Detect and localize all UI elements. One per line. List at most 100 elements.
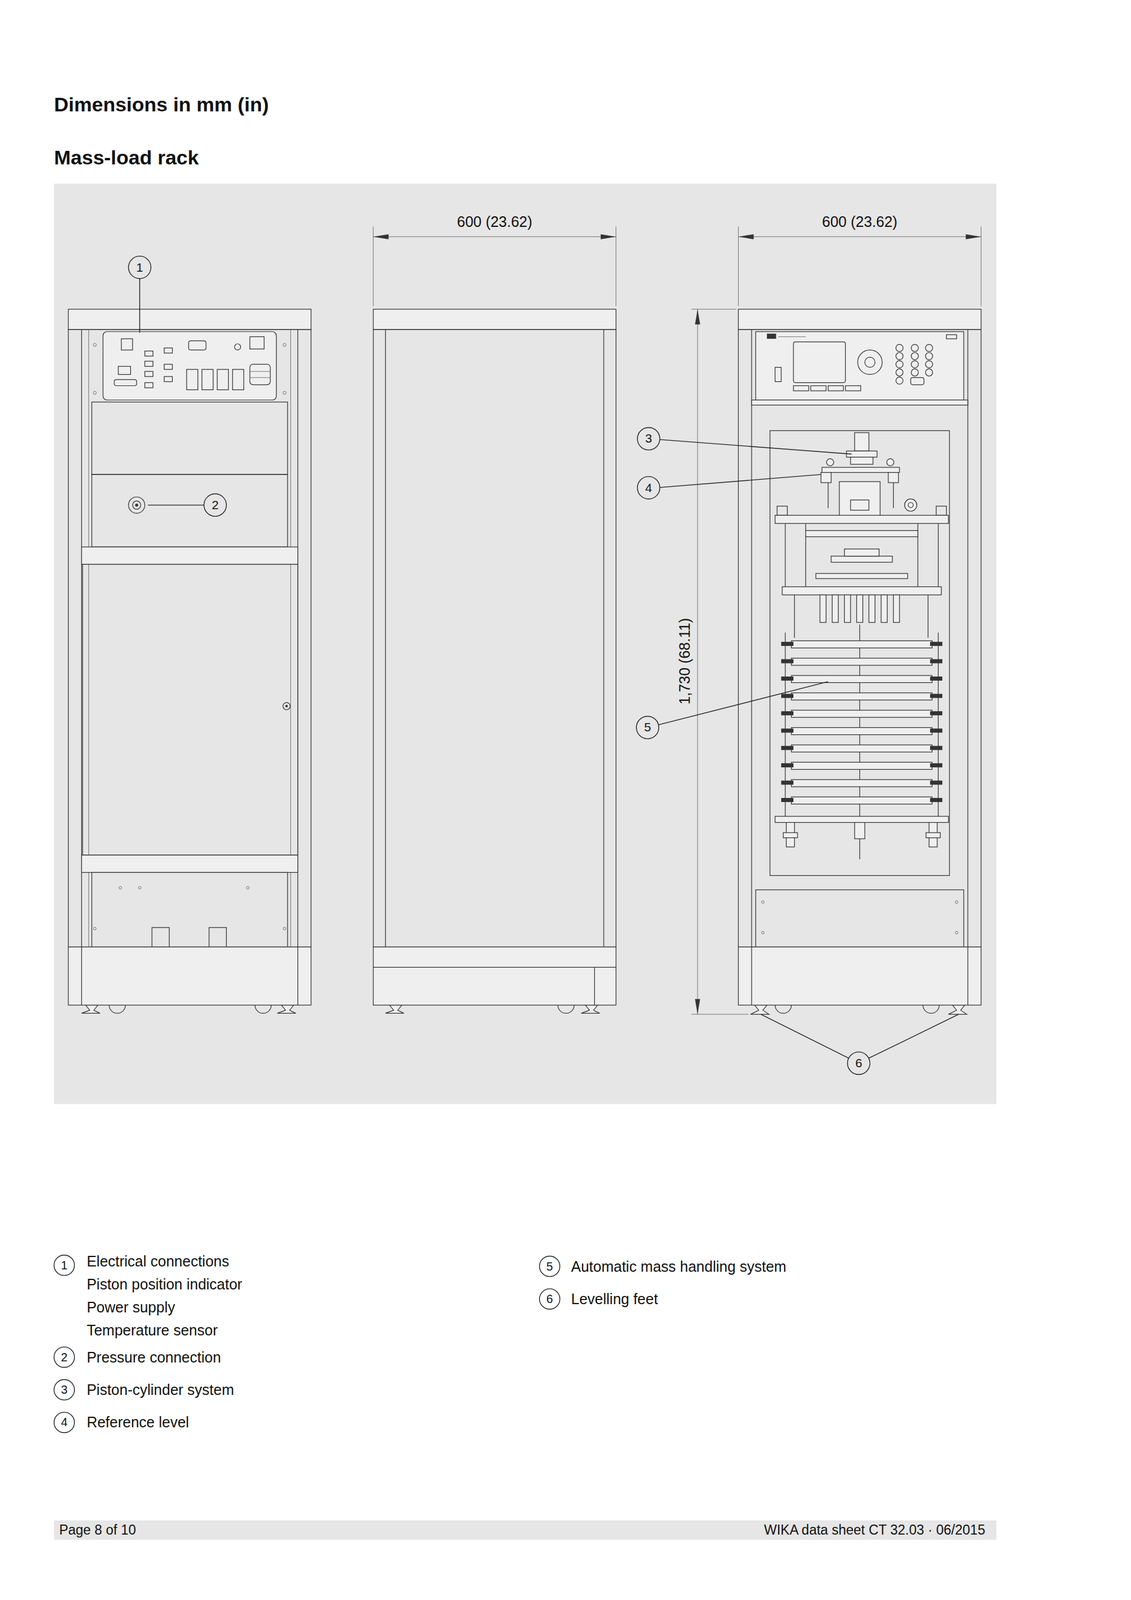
legend-number: 5 bbox=[546, 1258, 554, 1273]
side-view bbox=[385, 1004, 404, 1014]
callout-number: 4 bbox=[645, 480, 653, 495]
open-front-view bbox=[828, 385, 844, 392]
front-view bbox=[93, 926, 97, 930]
open-front-view bbox=[791, 709, 932, 717]
open-front-view bbox=[895, 368, 904, 376]
open-front-view bbox=[791, 761, 932, 769]
side-view bbox=[373, 966, 617, 968]
front-view bbox=[151, 927, 170, 947]
open-front-view bbox=[888, 472, 899, 483]
dimension-line bbox=[697, 309, 699, 1014]
side-view bbox=[373, 309, 617, 1014]
side-view bbox=[373, 946, 617, 1005]
open-front-view bbox=[927, 594, 929, 638]
legend-number: 1 bbox=[61, 1257, 68, 1272]
open-front-view bbox=[946, 334, 957, 339]
open-front-view bbox=[832, 594, 839, 623]
open-front-view bbox=[826, 458, 834, 466]
callout-leader bbox=[659, 474, 822, 488]
front-view bbox=[164, 364, 173, 370]
open-front-view bbox=[761, 900, 765, 904]
open-front-view bbox=[781, 710, 794, 716]
front-view bbox=[283, 926, 287, 930]
drawing-panel bbox=[54, 183, 997, 1104]
side-view bbox=[594, 966, 595, 1005]
open-front-view bbox=[930, 659, 943, 664]
open-front-view bbox=[781, 797, 794, 802]
open-front-view bbox=[868, 594, 875, 623]
open-front-view bbox=[911, 360, 919, 368]
front-view bbox=[217, 369, 229, 390]
front-view bbox=[144, 371, 154, 377]
open-front-view bbox=[791, 640, 932, 648]
front-view bbox=[81, 854, 299, 872]
footer-bar bbox=[54, 1519, 997, 1540]
open-front-view bbox=[791, 796, 932, 804]
front-view bbox=[138, 885, 142, 889]
front-view bbox=[88, 329, 89, 947]
callout-leader bbox=[868, 1013, 959, 1058]
open-front-view bbox=[904, 498, 918, 512]
legend-number: 4 bbox=[61, 1414, 68, 1429]
open-front-view bbox=[925, 360, 933, 368]
open-front-view bbox=[955, 900, 959, 904]
open-front-view bbox=[815, 573, 908, 579]
dimension-line bbox=[615, 226, 617, 306]
subheading: Mass-load rack bbox=[54, 146, 200, 170]
side-view bbox=[557, 1004, 575, 1014]
open-front-view bbox=[895, 377, 904, 385]
open-front-view bbox=[775, 514, 949, 524]
dimension-line bbox=[966, 233, 982, 240]
open-front-view bbox=[761, 930, 765, 934]
side-view bbox=[373, 309, 617, 330]
front-view bbox=[249, 371, 271, 372]
open-front-view bbox=[936, 506, 947, 516]
open-front-view bbox=[755, 889, 964, 947]
callout-number: 5 bbox=[644, 719, 652, 734]
open-front-view bbox=[886, 458, 894, 466]
front-view bbox=[249, 364, 271, 385]
front-view bbox=[93, 391, 97, 395]
open-front-view bbox=[925, 368, 933, 376]
open-front-view bbox=[738, 946, 981, 1005]
open-front-view bbox=[895, 360, 904, 368]
open-front-view bbox=[930, 693, 943, 698]
callout-number: 6 bbox=[855, 1055, 863, 1070]
front-view bbox=[255, 1004, 272, 1014]
front-view bbox=[81, 946, 299, 1005]
callout-leader bbox=[128, 256, 151, 279]
open-front-view bbox=[755, 331, 964, 400]
open-front-view bbox=[805, 530, 918, 537]
front-view bbox=[68, 329, 312, 947]
front-view bbox=[277, 1004, 296, 1014]
dimension-line bbox=[691, 308, 737, 310]
open-front-view bbox=[930, 780, 943, 785]
footer-text: WIKA data sheet CT 32.03 · 06/2015 bbox=[764, 1521, 985, 1537]
open-front-view bbox=[864, 356, 875, 367]
open-front-view bbox=[926, 832, 941, 838]
front-view bbox=[93, 343, 97, 347]
open-front-view bbox=[776, 506, 787, 516]
side-view bbox=[603, 329, 604, 947]
dimension-line bbox=[695, 309, 701, 325]
open-front-view bbox=[791, 744, 932, 752]
front-view bbox=[128, 496, 145, 514]
legend-text: Reference level bbox=[86, 1413, 190, 1431]
front-view bbox=[282, 391, 286, 395]
side-view bbox=[373, 329, 617, 947]
front-view bbox=[234, 344, 241, 350]
open-front-view bbox=[781, 728, 794, 733]
open-front-view bbox=[923, 1004, 940, 1014]
front-view bbox=[81, 329, 82, 947]
front-view bbox=[91, 401, 288, 475]
dimension-line bbox=[372, 226, 374, 306]
open-front-view bbox=[781, 641, 794, 646]
callout-leader bbox=[761, 1013, 849, 1058]
legend-text: Levelling feet bbox=[571, 1290, 658, 1308]
front-view bbox=[249, 377, 271, 378]
open-front-view bbox=[794, 594, 795, 638]
open-front-view bbox=[839, 481, 881, 517]
open-front-view bbox=[783, 832, 798, 838]
side-view bbox=[385, 329, 386, 947]
open-front-view bbox=[856, 594, 863, 623]
